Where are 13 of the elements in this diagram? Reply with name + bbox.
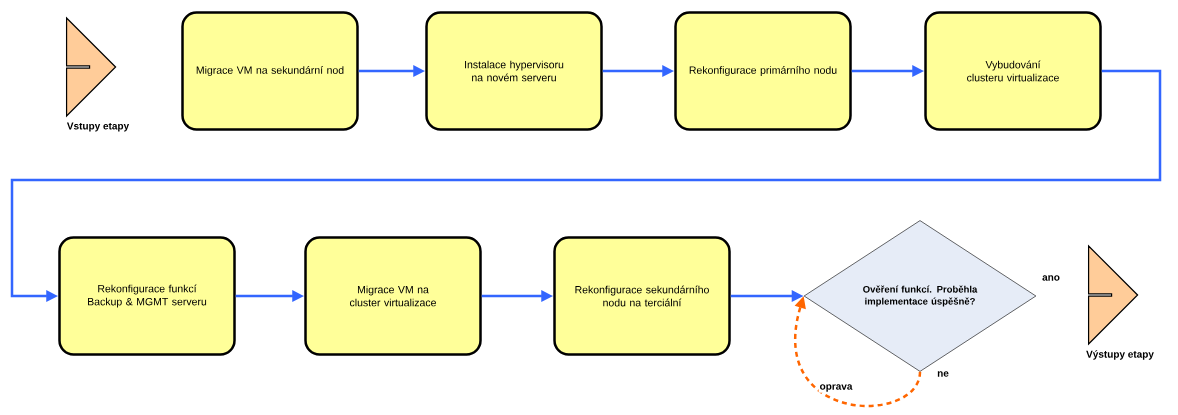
stage-label: Výstupy etapy <box>1086 350 1154 360</box>
process-box: Migrace VM na sekundární nod <box>181 11 359 131</box>
branch-label: ne <box>937 371 949 377</box>
process-box: Rekonfigurace sekundárního nodu na terciální <box>553 236 731 356</box>
stage-label: Vstupy etapy <box>66 122 130 132</box>
process-box: Vybudování clusteru virtualizace <box>924 11 1102 131</box>
process-box: Rekonfigurace primárního nodu <box>674 11 852 131</box>
arrow <box>10 69 1162 302</box>
branch-label: ano <box>1042 275 1060 281</box>
process-box: Instalace hypervisoru na novém serveru <box>425 11 603 131</box>
edge-label: oprava <box>818 383 854 393</box>
process-box: Migrace VM na cluster virtualizace <box>304 236 482 356</box>
process-box: Rekonfigurace funkcí Backup & MGMT serveru <box>58 236 236 356</box>
